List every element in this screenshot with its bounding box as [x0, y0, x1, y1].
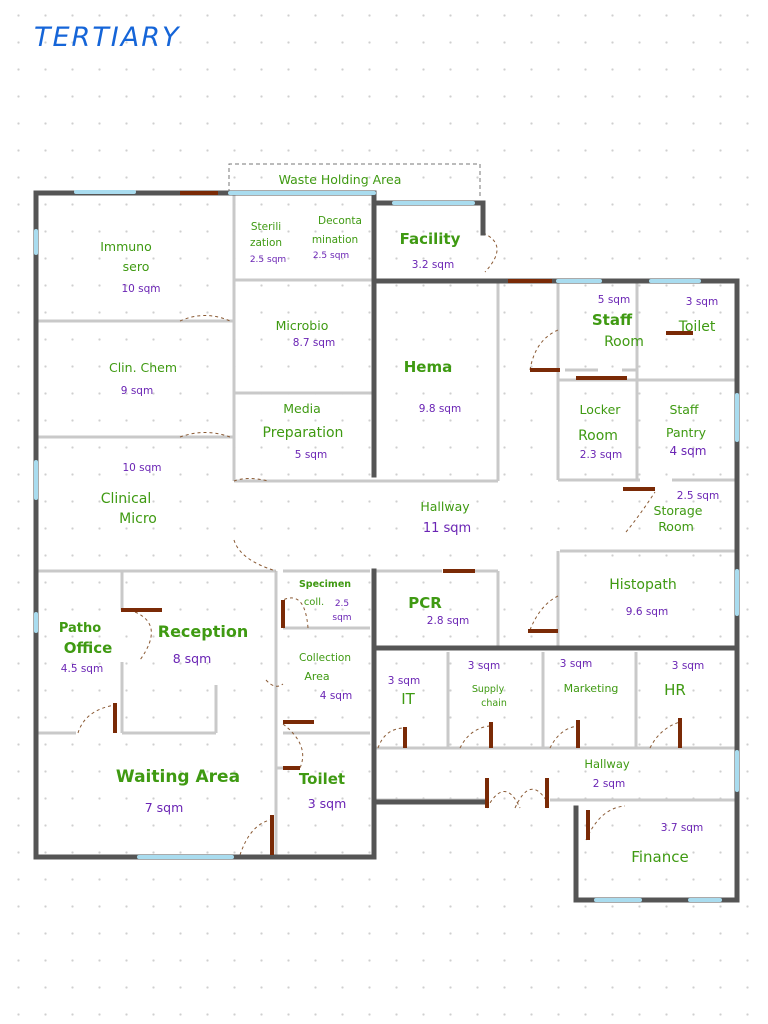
clinchem-area: 9 sqm [121, 385, 153, 397]
door-swings [77, 232, 681, 856]
locker-area: 2.3 sqm [580, 449, 622, 461]
specimen-label-1: Specimen [299, 579, 351, 590]
media-area: 5 sqm [295, 449, 327, 461]
reception-area: 8 sqm [173, 651, 212, 666]
pantry-label-2: Pantry [666, 425, 707, 440]
supply-label-2: chain [481, 698, 507, 709]
it-label: IT [401, 690, 415, 708]
exterior-walls [33, 190, 740, 903]
staffroom-label-2: Room [604, 334, 644, 350]
immuno-label-2: sero [123, 259, 150, 274]
decontamination-label-2: mination [312, 234, 358, 246]
reception-label: Reception [158, 622, 248, 641]
histopath-label: Histopath [609, 577, 677, 593]
hallway-small-label: Hallway [584, 757, 630, 771]
hema-label: Hema [404, 358, 452, 376]
collection-area: 4 sqm [320, 690, 352, 702]
toilet-bottom-area: 3 sqm [308, 796, 347, 811]
staffroom-label-1: Staff [592, 311, 633, 329]
clinchem-label: Clin. Chem [109, 360, 177, 375]
storage-area: 2.5 sqm [677, 490, 719, 502]
marketing-label: Marketing [564, 682, 619, 695]
marketing-area: 3 sqm [560, 658, 592, 670]
hr-area: 3 sqm [672, 660, 704, 672]
collection-label-2: Area [304, 670, 329, 683]
facility-label: Facility [400, 230, 461, 248]
locker-label-2: Room [578, 428, 618, 444]
waste-holding-outline [228, 163, 481, 196]
locker-label-1: Locker [580, 402, 622, 417]
waste-holding-label: Waste Holding Area [279, 172, 402, 187]
clinicalmicro-label-1: Clinical [101, 491, 151, 507]
pcr-area: 2.8 sqm [427, 615, 469, 627]
specimen-area-1: 2.5 [335, 599, 349, 609]
histopath-area: 9.6 sqm [626, 606, 668, 618]
staffroom-area: 5 sqm [598, 294, 630, 306]
decontamination-area: 2.5 sqm [313, 251, 349, 261]
collection-label-1: Collection [299, 652, 351, 664]
patho-label-2: Office [64, 639, 113, 657]
patho-area: 4.5 sqm [61, 663, 103, 675]
microbio-area: 8.7 sqm [293, 337, 335, 349]
pantry-area: 4 sqm [669, 444, 706, 458]
storage-label-2: Room [658, 519, 694, 534]
facility-area: 3.2 sqm [412, 259, 454, 271]
supply-area: 3 sqm [468, 660, 500, 672]
it-area: 3 sqm [388, 675, 420, 687]
decontamination-label-1: Deconta [318, 215, 362, 227]
doors [113, 191, 693, 855]
hr-label: HR [664, 681, 686, 699]
pantry-label-1: Staff [669, 402, 698, 417]
hema-area: 9.8 sqm [419, 403, 461, 415]
storage-label-1: Storage [654, 503, 703, 518]
waiting-label: Waiting Area [116, 767, 240, 787]
finance-area: 3.7 sqm [661, 822, 703, 834]
room-labels: Waste Holding Area Facility 3.2 sqm Immu… [59, 172, 719, 866]
specimen-area-2: sqm [332, 613, 351, 623]
hallway-main-area: 11 sqm [423, 521, 471, 536]
pcr-label: PCR [408, 594, 442, 612]
finance-label: Finance [631, 848, 688, 866]
hallway-main-label: Hallway [420, 499, 470, 514]
plan-title: TERTIARY [34, 22, 181, 53]
patho-label-1: Patho [59, 621, 101, 636]
immuno-area: 10 sqm [121, 283, 160, 295]
media-label-1: Media [283, 401, 321, 416]
immuno-label-1: Immuno [100, 239, 152, 254]
windows [34, 190, 739, 902]
waiting-area: 7 sqm [145, 800, 184, 815]
supply-label-1: Supply [472, 684, 505, 695]
specimen-label-2: coll. [304, 597, 324, 608]
toilet-top-label: Toilet [678, 319, 716, 335]
sterilization-area: 2.5 sqm [250, 255, 286, 265]
clinicalmicro-label-2: Micro [119, 511, 157, 527]
hallway-small-area: 2 sqm [593, 778, 625, 790]
sterilization-label-2: zation [250, 237, 282, 249]
clinicalmicro-area: 10 sqm [122, 462, 161, 474]
sterilization-label-1: Sterili [251, 221, 281, 233]
microbio-label: Microbio [276, 318, 329, 333]
media-label-2: Preparation [263, 425, 344, 441]
toilet-top-area: 3 sqm [686, 296, 718, 308]
toilet-bottom-label: Toilet [299, 770, 345, 788]
